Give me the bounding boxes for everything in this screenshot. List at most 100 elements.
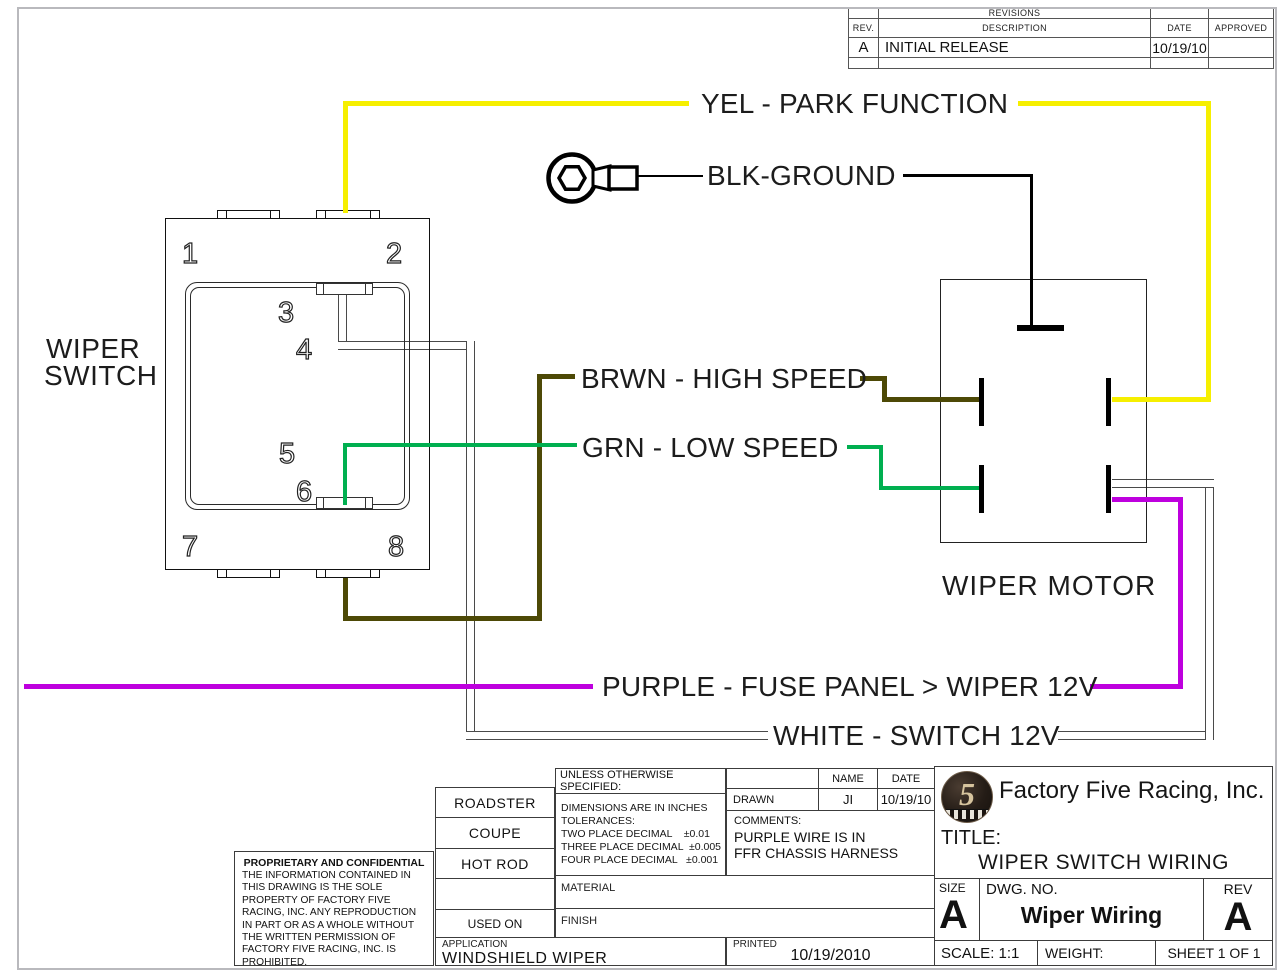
yellow-wire-segment — [1018, 101, 1211, 106]
black-wire-label: BLK-GROUND — [707, 160, 896, 191]
purple-wire-label: PURPLE - FUSE PANEL > WIPER 12V — [602, 671, 1098, 702]
black-ground-wire-segment — [637, 175, 703, 177]
white-wire-segment — [466, 341, 475, 740]
revisions-col-description: DESCRIPTION — [879, 19, 1151, 38]
green-wire-segment — [343, 443, 347, 505]
ring-terminal-icon — [546, 152, 639, 204]
rev-cell: REV A — [1203, 878, 1273, 941]
printed-value: 10/19/2010 — [790, 947, 871, 964]
brown-wire-segment — [343, 578, 348, 621]
comments-cell: COMMENTS: PURPLE WIRE IS IN FFR CHASSIS … — [726, 810, 935, 876]
switch-pin-5: 5 — [278, 437, 296, 470]
dwg-cell: DWG. NO. Wiper Wiring — [979, 878, 1204, 941]
drawn-name-cell: JI — [818, 788, 878, 811]
name-header: NAME — [832, 772, 864, 785]
brown-wire-segment — [343, 616, 542, 621]
model-cell-empty — [435, 878, 555, 910]
rev-value: A — [1223, 895, 1253, 939]
yellow-wire-segment — [343, 103, 348, 213]
revisions-cell — [879, 58, 1151, 69]
purple-wire-segment — [1112, 497, 1183, 502]
switch-pin-8: 8 — [387, 530, 405, 563]
green-wire-label: GRN - LOW SPEED — [582, 432, 839, 463]
model-roadster: ROADSTER — [454, 794, 536, 811]
revisions-cell — [849, 8, 879, 19]
revisions-cell — [1209, 58, 1274, 69]
proprietary-box: PROPRIETARY AND CONFIDENTIAL THE INFORMA… — [234, 851, 434, 968]
switch-inner-outline-outer — [185, 282, 410, 510]
motor-terminal-left-bottom — [979, 465, 984, 513]
wiper-switch-label-line2: SWITCH — [44, 360, 158, 391]
wiper-switch-label-line1: WIPER — [46, 333, 141, 364]
switch-pin-1: 1 — [181, 237, 199, 270]
brown-wire-segment — [882, 397, 979, 402]
scale-cell: SCALE: 1:1 — [934, 940, 1038, 966]
green-wire-segment — [847, 445, 883, 449]
title-label: TITLE: — [941, 827, 1002, 849]
size-value: A — [939, 893, 968, 937]
sheet-cell: SHEET 1 OF 1 — [1155, 940, 1273, 966]
finish-cell: FINISH — [555, 908, 935, 938]
date-header-cell: DATE — [877, 768, 935, 789]
comments-line: PURPLE WIRE IS IN — [734, 829, 866, 845]
rev-label: REV — [1223, 881, 1253, 897]
switch-inner-outline-inner — [190, 287, 405, 505]
black-ground-wire-segment — [1030, 174, 1033, 325]
white-wire-segment — [338, 341, 475, 350]
motor-terminal-left-top — [979, 378, 984, 426]
white-wire-segment — [1058, 731, 1214, 740]
brown-wire-label: BRWN - HIGH SPEED — [581, 363, 868, 394]
purple-wire-segment — [1090, 684, 1183, 689]
purple-wire-segment — [1178, 497, 1183, 689]
weight-cell: WEIGHT: — [1037, 940, 1156, 966]
used-on-cell: USED ON — [435, 909, 555, 938]
model-coupe: COUPE — [468, 825, 522, 841]
wiper-switch-body — [165, 218, 430, 570]
revisions-cell — [1151, 58, 1209, 69]
application-cell: APPLICATION WINDSHIELD WIPER — [435, 937, 726, 967]
white-wire-segment — [1112, 479, 1214, 488]
switch-pin-7: 7 — [181, 530, 199, 563]
white-wire-segment — [1205, 479, 1214, 740]
logo-checker-band — [946, 809, 988, 819]
namedate-spacer-cell — [726, 768, 819, 789]
white-wire-segment — [338, 293, 347, 350]
printed-label: PRINTED — [733, 939, 777, 950]
switch-pin-2: 2 — [385, 237, 403, 270]
model-cell-coupe: COUPE — [435, 817, 555, 849]
company-name: Factory Five Racing, Inc. — [999, 777, 1265, 804]
revision-row-approved — [1209, 38, 1274, 58]
revisions-col-rev: REV. — [849, 19, 879, 38]
dwg-label: DWG. NO. — [986, 881, 1058, 898]
printed-cell: PRINTED 10/19/2010 — [726, 937, 935, 966]
application-label: APPLICATION — [442, 939, 508, 950]
drawn-date: 10/19/10 — [880, 792, 932, 807]
model-hotrod: HOT ROD — [461, 855, 529, 872]
tolerances-cell: DIMENSIONS ARE IN INCHES TOLERANCES: TWO… — [555, 793, 726, 876]
material-cell: MATERIAL — [555, 875, 935, 909]
brown-wire-segment — [882, 376, 887, 402]
tolerance-line: FOUR PLACE DECIMAL ±0.001 — [561, 854, 719, 866]
motor-ground-bar — [1017, 325, 1064, 331]
green-wire-segment — [879, 445, 883, 490]
size-cell: SIZE A — [934, 878, 980, 941]
yellow-wire-segment — [1206, 101, 1211, 402]
application-value: WINDSHIELD WIPER — [442, 950, 608, 967]
revisions-col-date: DATE — [1151, 19, 1209, 38]
white-wire-label: WHITE - SWITCH 12V — [773, 720, 1060, 751]
weight-label: WEIGHT: — [1045, 945, 1104, 961]
tolerance-line: TOLERANCES: — [561, 815, 635, 827]
brown-wire-segment — [537, 374, 575, 379]
comments-label: COMMENTS: — [734, 815, 802, 827]
drawn-name: JI — [842, 792, 854, 807]
model-cell-hotrod: HOT ROD — [435, 848, 555, 879]
white-wire-segment — [466, 731, 768, 740]
finish-label: FINISH — [561, 915, 598, 927]
proprietary-body: THE INFORMATION CONTAINED IN THIS DRAWIN… — [242, 870, 417, 968]
revisions-col-approved: APPROVED — [1209, 19, 1274, 38]
unless-otherwise-cell: UNLESS OTHERWISE SPECIFIED: — [555, 768, 726, 794]
used-on-label: USED ON — [467, 916, 523, 931]
drawn-date-cell: 10/19/10 — [877, 788, 935, 811]
black-ground-wire-segment — [903, 174, 1033, 177]
revisions-cell — [1151, 8, 1209, 19]
